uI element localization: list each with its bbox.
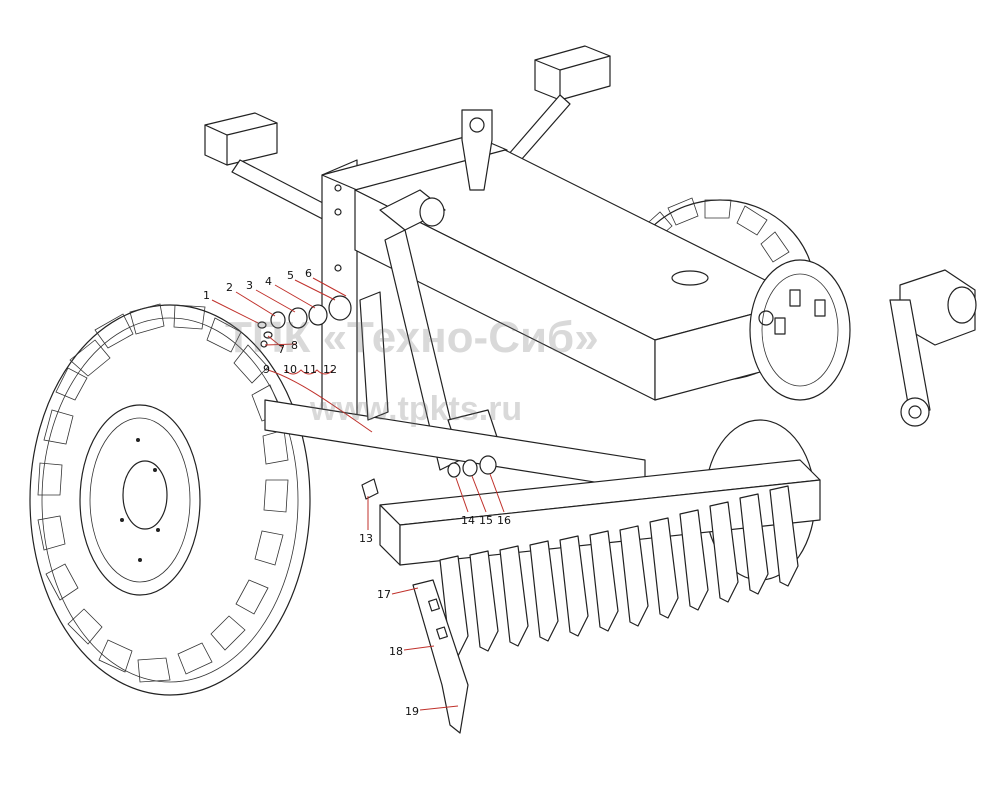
callout-19: 19	[405, 705, 419, 718]
callout-11: 11	[303, 363, 317, 376]
callout-6: 6	[305, 267, 312, 280]
callout-15: 15	[479, 514, 493, 527]
callout-16: 16	[497, 514, 511, 527]
callout-2: 2	[226, 281, 233, 294]
callout-numbers: 1 2 3 4 5 6 7 8 9 10 11 12 13 14 15 16 1…	[203, 267, 511, 718]
watermark: ТПК «Техно-Сиб» www.tpkts.ru	[225, 313, 599, 428]
callout-leaders	[211, 277, 505, 711]
callout-13: 13	[359, 532, 373, 545]
callout-5: 5	[287, 269, 294, 282]
callout-3: 3	[246, 279, 253, 292]
callout-7: 7	[278, 343, 285, 356]
callout-8: 8	[291, 339, 298, 352]
left-wheel	[29, 303, 311, 696]
callout-17: 17	[377, 588, 391, 601]
support-arm	[889, 269, 977, 427]
callout-4: 4	[265, 275, 272, 288]
callout-10: 10	[283, 363, 297, 376]
tine-row	[439, 485, 799, 657]
watermark-url: www.tpkts.ru	[309, 390, 522, 428]
lower-beam	[264, 399, 821, 566]
callout-1: 1	[203, 289, 210, 302]
exploded-fasteners	[257, 291, 497, 500]
callout-14: 14	[461, 514, 475, 527]
exploded-tine	[412, 579, 469, 734]
callout-12: 12	[323, 363, 337, 376]
callout-9: 9	[263, 363, 270, 376]
callout-18: 18	[389, 645, 403, 658]
rotor-disk	[749, 259, 851, 401]
watermark-company: ТПК «Техно-Сиб»	[225, 313, 599, 362]
main-frame	[321, 109, 806, 436]
hydraulic-cylinder	[379, 189, 499, 471]
